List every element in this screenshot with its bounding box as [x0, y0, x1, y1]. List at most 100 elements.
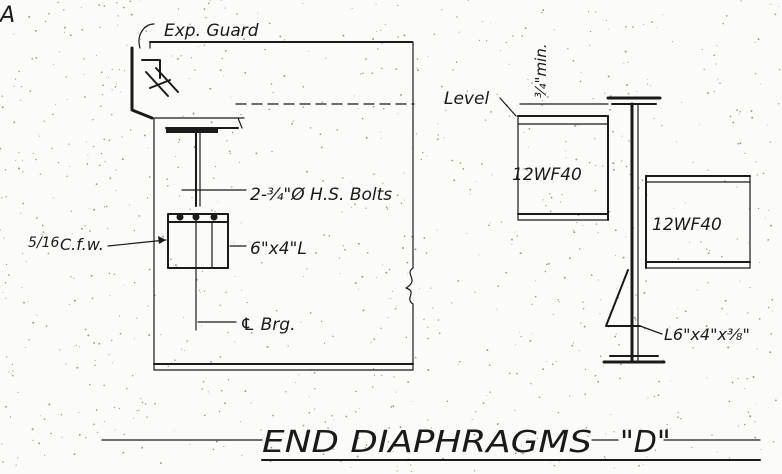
paper-speck: [201, 325, 202, 327]
paper-speck: [121, 136, 123, 138]
expansion-guard: [130, 23, 179, 120]
paper-speck: [365, 207, 367, 209]
paper-speck: [744, 387, 746, 389]
paper-speck: [113, 273, 116, 276]
paper-speck: [621, 160, 623, 162]
paper-speck: [302, 86, 305, 88]
paper-speck: [3, 237, 5, 239]
paper-speck: [395, 68, 398, 70]
paper-speck: [197, 46, 199, 48]
paper-speck: [182, 115, 184, 117]
paper-speck: [268, 108, 270, 111]
paper-speck: [459, 162, 462, 164]
paper-speck: [351, 7, 353, 10]
paper-speck: [203, 44, 206, 46]
paper-speck: [396, 465, 398, 467]
guard-anchor-1: [145, 71, 169, 97]
paper-speck: [752, 376, 755, 378]
paper-speck: [729, 115, 732, 118]
paper-speck: [5, 356, 8, 358]
paper-speck: [769, 141, 772, 143]
paper-speck: [612, 162, 615, 165]
paper-speck: [501, 442, 503, 444]
paper-speck: [44, 454, 46, 456]
paper-speck: [271, 150, 273, 153]
paper-speck: [636, 91, 638, 92]
paper-speck: [707, 169, 709, 171]
paper-speck: [103, 5, 106, 7]
paper-speck: [41, 224, 44, 227]
paper-speck: [580, 71, 582, 73]
paper-speck: [757, 207, 760, 210]
paper-speck: [351, 181, 353, 183]
paper-speck: [52, 113, 54, 116]
paper-speck: [568, 257, 571, 260]
break-line: [405, 267, 414, 305]
paper-speck: [585, 426, 588, 429]
paper-speck: [184, 350, 186, 352]
paper-speck: [302, 2, 304, 4]
paper-speck: [551, 363, 554, 366]
paper-speck: [578, 248, 581, 250]
paper-speck: [445, 109, 447, 111]
paper-speck: [569, 395, 571, 397]
paper-speck: [103, 206, 106, 208]
paper-speck: [650, 85, 652, 87]
paper-speck: [490, 111, 492, 113]
paper-speck: [653, 395, 655, 398]
paper-speck: [549, 210, 552, 213]
paper-speck: [396, 470, 398, 472]
paper-speck: [177, 141, 180, 143]
paper-speck: [32, 439, 34, 441]
paper-speck: [627, 61, 629, 63]
paper-speck: [647, 79, 649, 81]
paper-speck: [426, 155, 428, 157]
paper-speck: [737, 142, 740, 145]
paper-speck: [191, 196, 193, 199]
paper-speck: [488, 364, 491, 366]
paper-speck: [272, 91, 274, 94]
paper-speck: [108, 139, 111, 141]
paper-speck: [555, 360, 557, 362]
paper-speck: [202, 380, 205, 383]
paper-speck: [231, 186, 233, 188]
paper-speck: [332, 335, 334, 338]
paper-speck: [354, 95, 356, 97]
paper-speck: [478, 254, 480, 256]
paper-speck: [201, 388, 203, 390]
paper-speck: [177, 8, 180, 10]
paper-speck: [42, 236, 44, 238]
paper-speck: [587, 435, 589, 438]
paper-speck: [689, 221, 691, 223]
paper-speck: [407, 273, 409, 275]
plate-edge: [237, 117, 243, 129]
paper-speck: [111, 339, 113, 342]
paper-speck: [361, 275, 364, 278]
paper-speck: [534, 295, 537, 298]
paper-speck: [198, 289, 200, 292]
paper-speck: [425, 252, 428, 254]
paper-speck: [491, 174, 493, 176]
paper-speck: [490, 23, 492, 25]
paper-speck: [130, 13, 133, 16]
paper-speck: [520, 444, 522, 446]
paper-speck: [222, 75, 224, 77]
paper-speck: [66, 98, 68, 100]
paper-speck: [755, 161, 757, 163]
paper-speck: [45, 325, 48, 327]
paper-speck: [29, 90, 32, 92]
paper-speck: [715, 63, 717, 65]
paper-speck: [589, 30, 592, 33]
paper-speck: [550, 196, 553, 199]
paper-speck: [774, 13, 777, 16]
paper-speck: [231, 131, 234, 134]
paper-speck: [380, 138, 382, 140]
paper-speck: [728, 400, 731, 403]
paper-speck: [357, 437, 360, 439]
paper-speck: [12, 370, 14, 372]
paper-speck: [264, 48, 267, 51]
paper-speck: [736, 238, 738, 240]
paper-speck: [677, 416, 679, 419]
paper-speck: [182, 316, 184, 318]
paper-speck: [475, 180, 477, 182]
